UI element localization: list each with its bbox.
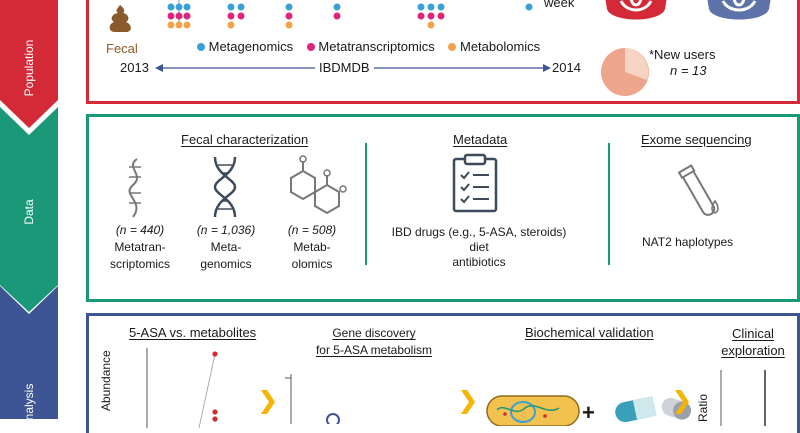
band-population: Population <box>0 0 58 135</box>
band-population-label: Population <box>22 39 36 96</box>
band-analysis-label: Analysis <box>22 383 36 429</box>
analysis-panel: 5-ASA vs. metabolites Abundance Gene dis… <box>86 313 800 433</box>
new-users-label: *New users <box>649 47 716 62</box>
band-data-label: Data <box>22 199 36 225</box>
new-users-count: n = 13 <box>670 63 707 78</box>
sample-stack <box>227 3 245 29</box>
chevron-icon <box>461 390 475 414</box>
sample-stack <box>525 3 533 11</box>
molecule-icon <box>290 155 347 215</box>
abundance-plot <box>146 348 218 428</box>
plus-sign: + <box>582 400 595 425</box>
metadata-line: diet <box>469 240 489 254</box>
legend-metatranscriptomics: Metatranscriptomics <box>318 39 435 54</box>
test-tube-icon <box>677 164 719 216</box>
fecal-item-metatranscriptomics: (n = 440) Metatran- scriptomics <box>103 222 177 273</box>
data-panel: Fecal characterization (n = 440) Metatra… <box>86 114 800 302</box>
metatranscriptomics-dot <box>306 43 315 51</box>
bacterium-icon <box>486 395 580 426</box>
band-data: Data <box>0 107 58 317</box>
fecal-item-name1: Meta- <box>210 240 242 254</box>
fecal-icon <box>109 5 131 32</box>
analysis-col1-title: 5-ASA vs. metabolites <box>129 325 257 340</box>
fecal-item-name1: Metatran- <box>114 240 166 254</box>
fecal-item-metabolomics: (n = 508) Metab- olomics <box>275 222 349 273</box>
divider <box>608 143 610 265</box>
timeline-label: IBDMDB <box>315 60 374 75</box>
fecal-item-name2: olomics <box>291 257 333 271</box>
clinical-line2: exploration <box>721 343 785 358</box>
metadata-line: IBD drugs (e.g., 5-ASA, steroids) <box>391 225 567 239</box>
clinical-line1: Clinical <box>732 326 774 341</box>
metabolomics-dot <box>448 43 457 51</box>
analysis-col4-title: Clinical exploration <box>715 325 791 359</box>
analysis-col2-title: Gene discovery for 5-ASA metabolism <box>309 325 439 359</box>
new-users-pie <box>601 48 649 96</box>
metagenomics-dot <box>197 43 205 51</box>
fecal-characterization-title: Fecal characterization <box>181 132 309 147</box>
blue-gut-icon <box>707 0 771 20</box>
fecal-item-n: (n = 440) <box>115 223 165 237</box>
sample-dot-stacks <box>167 0 533 29</box>
fecal-item-name2: scriptomics <box>109 257 170 271</box>
fecal-item-name2: genomics <box>200 257 252 271</box>
red-gut-icon <box>605 0 667 20</box>
legend-metabolomics: Metabolomics <box>459 39 541 54</box>
metadata-list: IBD drugs (e.g., 5-ASA, steroids) diet a… <box>379 225 579 270</box>
sample-stack <box>417 3 445 29</box>
exome-title: Exome sequencing <box>641 132 752 147</box>
fecal-item-metagenomics: (n = 1,036) Meta- genomics <box>189 222 263 273</box>
dna-icon <box>213 156 237 218</box>
fecal-item-n: (n = 508) <box>287 223 337 237</box>
gene-plot <box>285 374 340 424</box>
fecal-item-n: (n = 1,036) <box>196 223 256 237</box>
exome-text: NAT2 haplotypes <box>642 235 734 249</box>
chevron-icon <box>261 390 275 414</box>
week-label: week <box>544 0 575 10</box>
legend-metagenomics: Metagenomics <box>208 39 294 54</box>
divider <box>365 143 367 265</box>
band-analysis: Analysis <box>0 286 58 428</box>
ratio-plot <box>720 370 766 426</box>
fecal-item-name1: Metab- <box>293 240 331 254</box>
sample-stack <box>167 0 191 29</box>
clipboard-icon <box>452 153 498 213</box>
metadata-line: antibiotics <box>452 255 506 269</box>
population-panel: Fecal <box>86 0 800 104</box>
sample-stack <box>285 3 293 29</box>
gene-discovery-line2: for 5-ASA metabolism <box>315 343 433 357</box>
gene-discovery-line1: Gene discovery <box>332 326 416 340</box>
analysis-col3-title: Biochemical validation <box>525 325 654 340</box>
fecal-label: Fecal <box>106 41 138 56</box>
sample-stack <box>333 3 341 20</box>
rna-icon <box>128 158 141 218</box>
timeline-end: 2014 <box>552 60 581 75</box>
timeline-start: 2013 <box>120 60 149 75</box>
ratio-axis-label: Ratio <box>696 393 710 422</box>
omics-legend: Metagenomics Metatranscriptomics Metabol… <box>197 39 540 54</box>
metadata-title: Metadata <box>453 132 508 147</box>
abundance-axis-label: Abundance <box>99 350 113 411</box>
chevron-icon <box>675 390 689 414</box>
